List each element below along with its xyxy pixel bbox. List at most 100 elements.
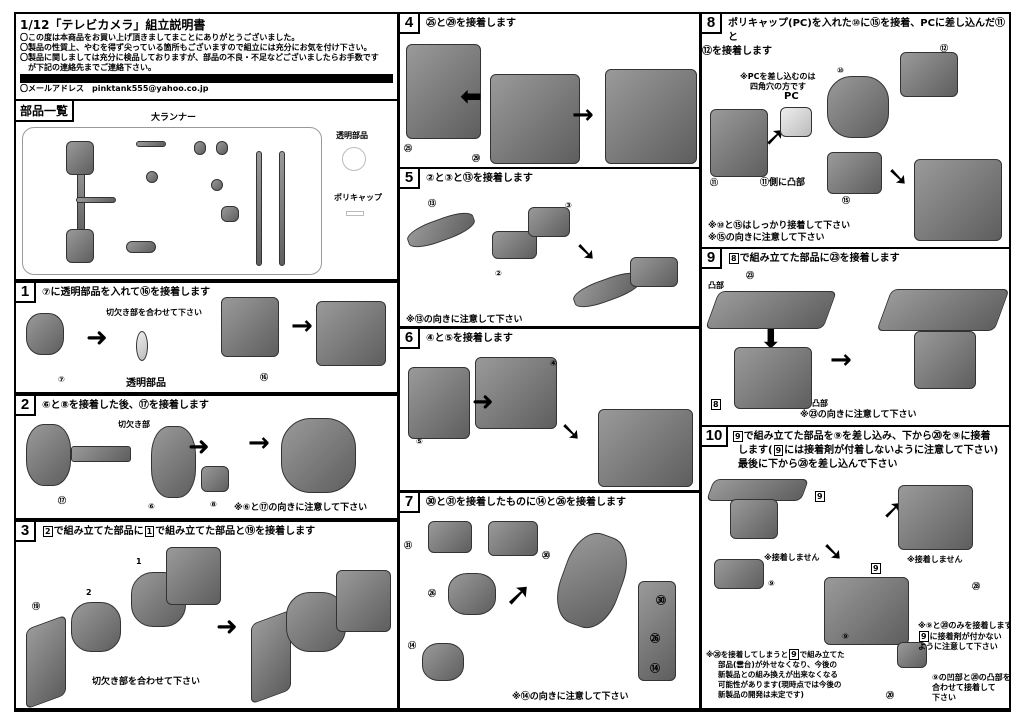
runner-part (194, 141, 206, 155)
step-instruction: ④と⑤を接着します (426, 333, 513, 344)
step-4-panel: 4 ㉕と㉙を接着します ⬅ → ㉕ ㉙ (398, 12, 701, 169)
instruction-text: で組み立てた部品に (53, 526, 144, 537)
caution-note: ※⑮の向きに注意して下さい (708, 233, 825, 243)
caution-note: ※⑩と⑮はしっかり接着して下さい (708, 221, 851, 231)
assembly-ref-label: 1 (136, 557, 142, 566)
part-19 (26, 614, 66, 708)
step-number: 3 (16, 522, 36, 542)
part-number-label: ㉖ (428, 589, 436, 598)
part-number-label: ③ (565, 201, 572, 210)
callout-label: 凸部 (708, 281, 724, 290)
part-30 (488, 521, 538, 556)
part-name-label: 透明部品 (126, 378, 166, 389)
instruction-text: で組み立てた部品を⑨を差し込み、下から⑳を⑨に接着 (743, 431, 991, 442)
part-number-label: ⑭ (650, 664, 660, 675)
part-number-label: ② (495, 269, 502, 278)
note-line: 下さい (932, 693, 956, 702)
part-15 (827, 152, 882, 194)
lens-hood (166, 547, 221, 605)
note-line: ※㉘を接着してしまうと (706, 650, 789, 659)
arrow-icon: ➘ (822, 537, 844, 567)
assembly-2 (71, 602, 121, 652)
arrow-icon: ➜ (216, 612, 238, 642)
tripod-head-assembled (914, 331, 976, 389)
runner-label: 大ランナー (151, 113, 197, 123)
part-number-label: ㉖ (650, 634, 660, 645)
caution-note: ※⑬の向きに注意して下さい (406, 315, 523, 325)
note-line: に接着剤が付かない (929, 632, 1002, 641)
assembly-ref-box: 9 (773, 445, 784, 456)
step-number: 4 (400, 14, 420, 34)
part-number-label: ④ (550, 359, 557, 368)
instruction-text: します( (738, 445, 773, 456)
parts-list-panel: 部品一覧 大ランナー 透明部品 ポリキャップ (14, 99, 399, 281)
step-number: 8 (702, 14, 722, 34)
assembly-ref-box: 8 (729, 253, 739, 264)
intro-line: 〇この度は本商品をお買い上げ頂きましてまことにありがとうございました。 (20, 33, 300, 42)
pan-head-on-base (824, 577, 909, 645)
callout-label: 凸部 (812, 399, 828, 408)
step-instruction: ㉚と㉛を接着したものに⑭と㉖を接着します (426, 497, 626, 508)
callout-label: 切欠き部 (118, 420, 150, 429)
assembly-ref-label: 2 (86, 588, 92, 597)
instruction-text: で組み立てた部品と⑲を接着します (155, 526, 316, 537)
part-10 (827, 76, 889, 138)
clear-lens-part (136, 331, 148, 361)
arrow-icon: ➘ (887, 162, 909, 192)
note-line: 合わせて接着して (932, 683, 996, 692)
part-number-label: ⑧ (210, 500, 217, 509)
part-number-label: ⑫ (940, 44, 948, 53)
part-number-label: ⑬ (428, 199, 436, 208)
note-line: 可能性があります(現時点では今後の (718, 680, 842, 689)
assembly-ref-box: 9 (733, 431, 743, 442)
assembly-ref-box: 2 (43, 526, 53, 537)
callout-label: ※接着しません (907, 555, 963, 564)
instruction-text: 最後に下から㉘を差し込んで下さい (738, 459, 898, 470)
step-1-panel: 1 ⑦に透明部品を入れて⑯を接着します ➜ → 切欠き部を合わせて下さい ⑦ 透… (14, 281, 399, 394)
part-8 (201, 466, 229, 492)
part-number-label: ⑥ (148, 502, 155, 511)
step-instruction: ⑦に透明部品を入れて⑯を接着します (42, 287, 211, 298)
part-25 (406, 44, 481, 139)
arrow-icon: → (248, 428, 270, 458)
runner-part (216, 141, 228, 155)
intro-line: 〇製品に関しましては充分に検品しておりますが、部品の不良・不足などございましたら… (20, 53, 379, 62)
instruction-header: 1/12「テレビカメラ」組立説明書 〇この度は本商品をお買い上げ頂きましてまこと… (14, 12, 399, 100)
part-number-label: ⑭ (408, 641, 416, 650)
note-line: ⑨の凹部と⑳の凸部を (932, 673, 1011, 682)
step-2-panel: 2 ⑥と⑧を接着した後、⑰を接着します ➜ → 切欠き部 ⑰ ⑥ ⑧ ※⑥と⑰の… (14, 394, 399, 520)
part-number-label: ㉛ (404, 541, 412, 550)
part-number-label: ⑳ (886, 691, 894, 700)
part-31 (428, 521, 472, 553)
clear-parts-label: 透明部品 (336, 131, 368, 140)
part-number-label: ⑰ (58, 496, 66, 505)
part-14 (422, 643, 464, 681)
part-5 (408, 367, 470, 439)
part-17 (26, 424, 71, 486)
part-number-label: ⑪ (710, 178, 718, 187)
part-number-label: ㉘ (972, 582, 980, 591)
instruction-text: ⑫を接着します (702, 46, 772, 57)
step-instruction: ㉕と㉙を接着します (426, 18, 516, 29)
part-number-label: ㉚ (542, 551, 550, 560)
step-instruction: ⑥と⑧を接着した後、⑰を接着します (42, 400, 209, 411)
part-9 (714, 559, 764, 589)
arrow-icon: ➘ (560, 417, 582, 447)
part-11 (710, 109, 768, 177)
step-6-panel: 6 ④と⑤を接着します ➜ ➘ ④ ⑤ (398, 327, 701, 492)
assembled-part (281, 418, 356, 493)
part-number-label: ㉕ (404, 144, 412, 153)
assembly-9 (730, 499, 778, 539)
runner-part (221, 206, 239, 222)
part-17-shaft (71, 446, 131, 462)
assembly-ref-box: 1 (144, 526, 155, 537)
clear-part-icon (342, 147, 366, 171)
arrow-icon: ⬅ (460, 82, 482, 112)
polycap-label: ポリキャップ (334, 193, 382, 202)
